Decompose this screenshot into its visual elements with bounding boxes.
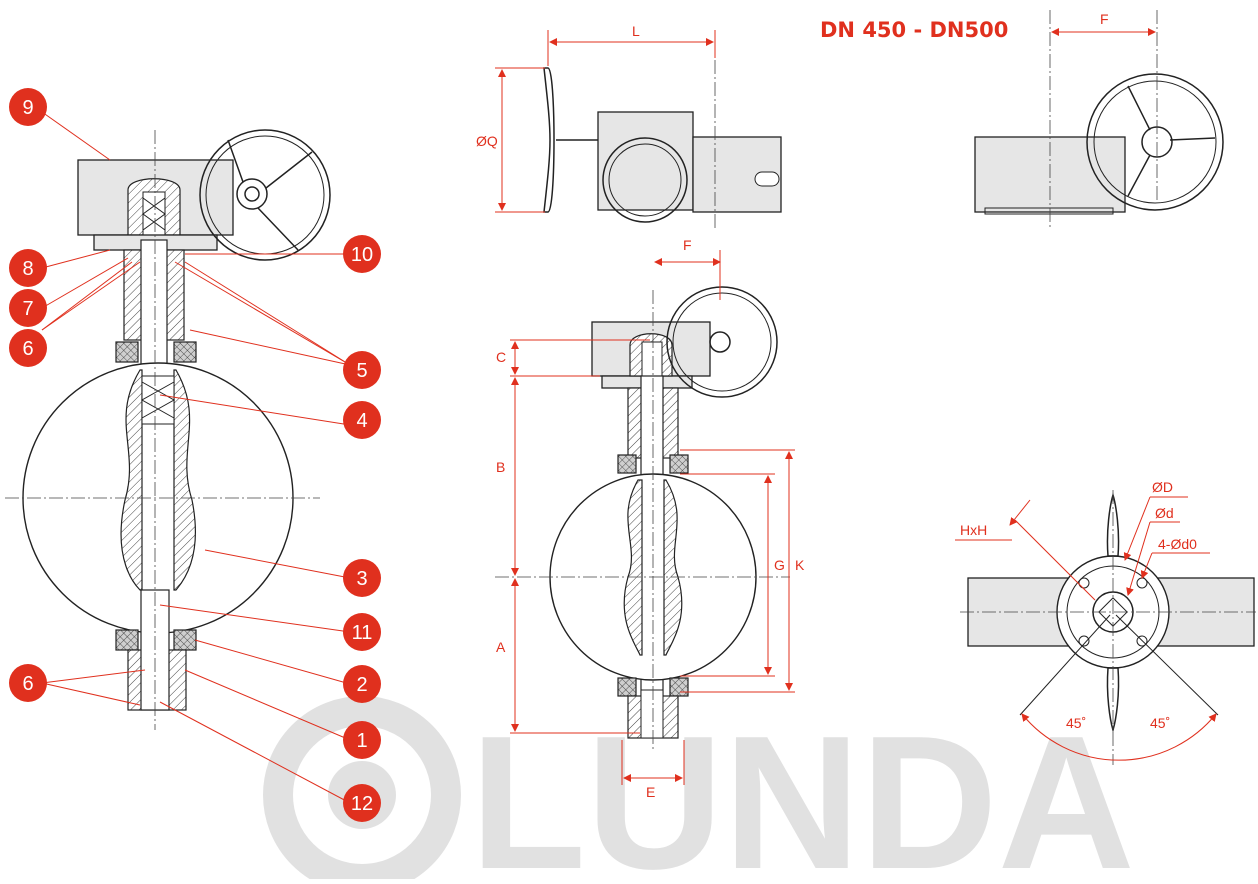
- callout-labels: 9 8 7 6 10 5 4 3 11 2 1 6 12: [22, 97, 373, 815]
- callout-2: [343, 665, 381, 703]
- callouts: [9, 88, 381, 822]
- left-section-view: [5, 129, 331, 730]
- callout-10: [343, 235, 381, 273]
- model-title: DN 450 - DN500: [820, 18, 1009, 42]
- callout-3: [343, 559, 381, 597]
- watermark-text: LUNDA: [470, 697, 1135, 879]
- callout-label-2: 2: [356, 674, 367, 696]
- callout-label-8: 8: [22, 258, 33, 280]
- callout-label-1: 1: [356, 730, 367, 752]
- callout-label-12: 12: [351, 793, 373, 815]
- dim-C: C: [496, 349, 506, 365]
- callout-4: [343, 401, 381, 439]
- callout-label-6-bottom: 6: [22, 673, 33, 695]
- callout-label-5: 5: [356, 360, 367, 382]
- callout-label-3: 3: [356, 568, 367, 590]
- callout-label-7: 7: [22, 298, 33, 320]
- gearbox-side-view: [495, 30, 782, 230]
- callout-9: [9, 88, 47, 126]
- watermark: LUNDA: [263, 696, 1135, 884]
- dim-E: E: [646, 784, 655, 800]
- dim-A: A: [496, 639, 506, 655]
- callout-label-10: 10: [351, 244, 373, 266]
- callout-label-11: 11: [352, 622, 373, 644]
- callout-11: [343, 613, 381, 651]
- dim-L: L: [632, 23, 640, 39]
- callout-label-6-top: 6: [22, 338, 33, 360]
- dim-G: G: [774, 557, 785, 573]
- callout-7: [9, 289, 47, 327]
- dim-HxH: HxH: [960, 522, 987, 538]
- angle-left: 45˚: [1066, 715, 1086, 731]
- callout-1: [343, 721, 381, 759]
- callout-leaders: [41, 111, 351, 804]
- callout-6-top: [9, 329, 47, 367]
- dim-K: K: [795, 557, 805, 573]
- angle-right: 45˚: [1150, 715, 1170, 731]
- dim-B: B: [496, 459, 505, 475]
- gearbox-top-view: [974, 10, 1224, 230]
- callout-12: [343, 784, 381, 822]
- dim-F-mid: F: [683, 237, 692, 253]
- dim-d0: 4-Ød0: [1158, 536, 1197, 552]
- callout-label-9: 9: [22, 97, 33, 119]
- dim-Q: ØQ: [476, 133, 498, 149]
- callout-5: [343, 351, 381, 389]
- dim-d: Ød: [1155, 505, 1174, 521]
- callout-6-bottom: [9, 664, 47, 702]
- front-view: [495, 250, 795, 785]
- dim-D: ØD: [1152, 479, 1173, 495]
- flange-view: [955, 490, 1256, 765]
- dim-F-top: F: [1100, 11, 1109, 27]
- callout-label-4: 4: [356, 410, 367, 432]
- callout-8: [9, 249, 47, 287]
